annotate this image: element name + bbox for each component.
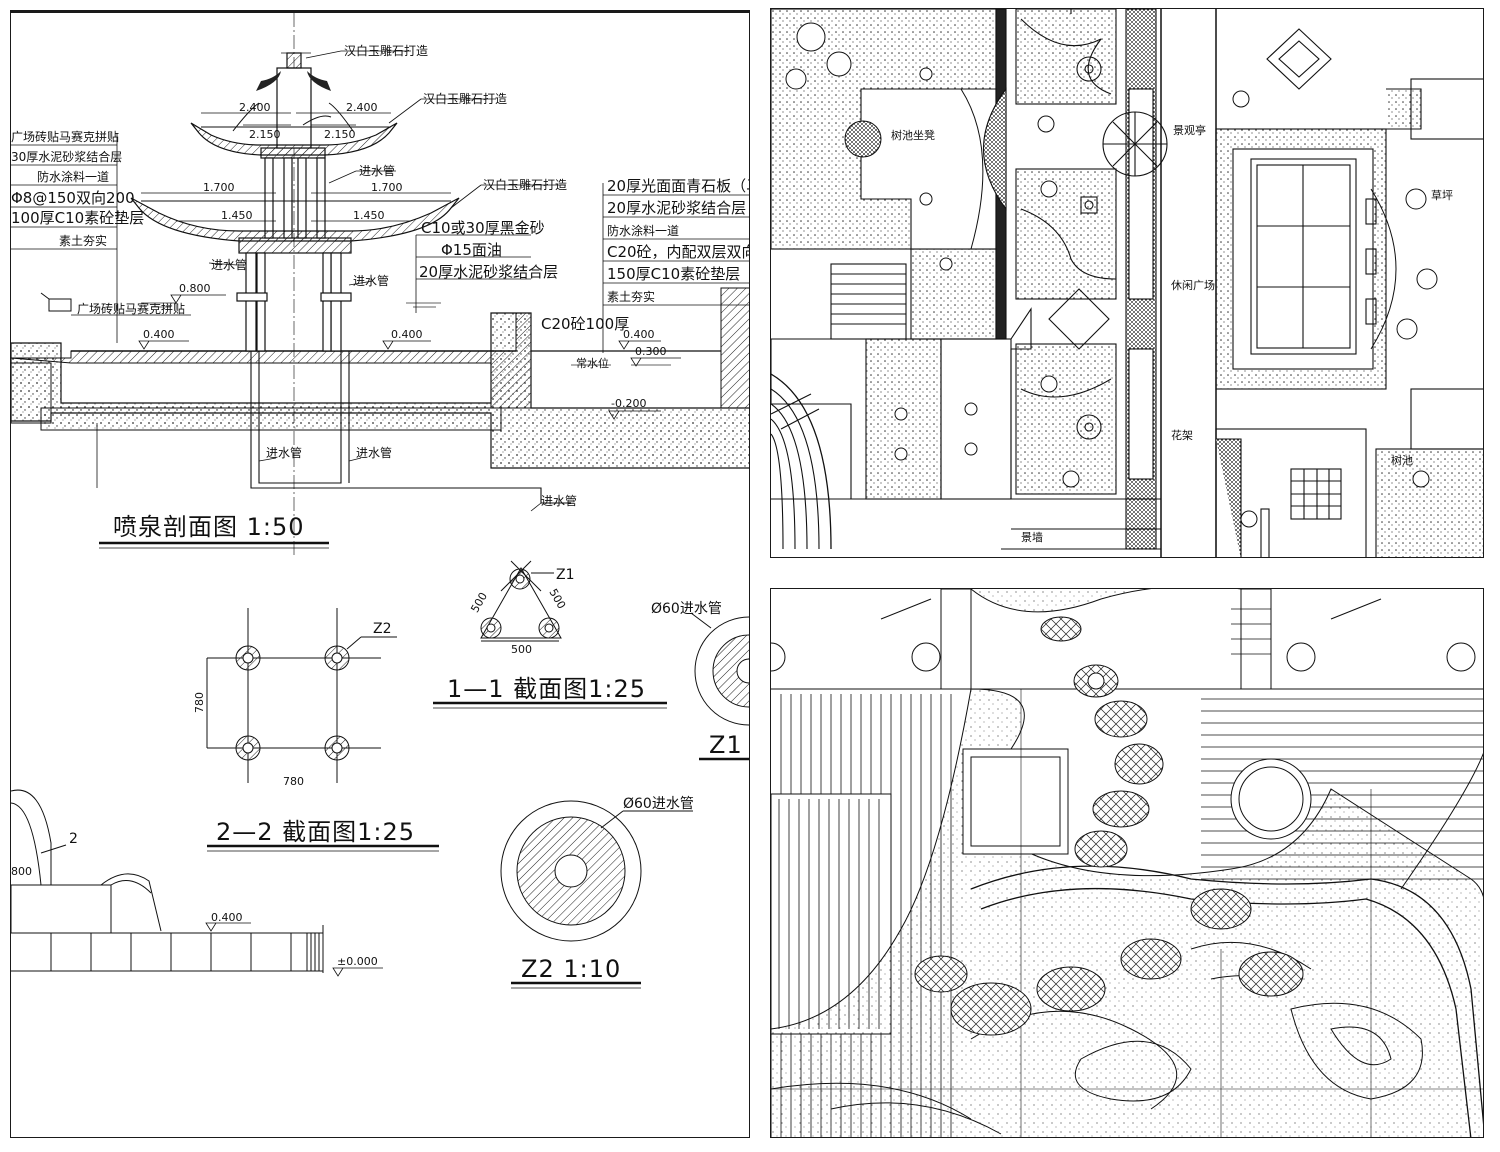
right-layer-4: C20砼，内配双层双向Φ xyxy=(607,243,750,261)
right-layer-1: 20厚光面面青石板（马赛克） xyxy=(607,177,750,195)
fountain-drawing: 2.400 2.400 2.150 2.150 1.700 1.700 1.45… xyxy=(11,13,750,989)
left-layer-1: 广场砖贴马赛克拼贴 xyxy=(11,129,119,144)
dim-lines xyxy=(141,52,451,222)
dim-mid-inner-left: 1.450 xyxy=(221,209,253,222)
dim-mid-inner-right: 1.450 xyxy=(353,209,385,222)
pipe-label-drain: 进水管 xyxy=(541,493,577,508)
dim-top-left: 2.400 xyxy=(239,101,271,114)
leaders xyxy=(208,50,566,512)
mid-layer-1: C10或30厚黑金砂 xyxy=(421,219,545,237)
plan-label-lawn: 草坪 xyxy=(1431,189,1453,202)
section-11-dim-c: 500 xyxy=(511,643,532,656)
dim-top-inner-right: 2.150 xyxy=(324,128,356,141)
z1-pipe-label: Ø60进水管 xyxy=(651,601,722,617)
section-11-dim-a: 500 xyxy=(468,590,490,615)
dim-top-right: 2.400 xyxy=(346,101,378,114)
left-layer-5: 100厚C10素砼垫层 xyxy=(11,209,144,227)
elev-030: 0.300 xyxy=(635,345,667,358)
dim-mid-right: 1.700 xyxy=(371,181,403,194)
right-layer-lines xyxy=(602,183,749,353)
plan-label-pergola: 花架 xyxy=(1171,429,1193,442)
section-22-label: Z2 xyxy=(373,621,392,637)
note-upper-bowl: 汉白玉雕石打造 xyxy=(423,91,507,106)
left-layer-6: 素土夯实 xyxy=(59,233,107,248)
garden-plan-drawing xyxy=(771,589,1483,1137)
pipe-label-left: 进水管 xyxy=(211,257,247,272)
right-layer-6: 素土夯实 xyxy=(607,289,655,304)
plan-label-wall: 景墙 xyxy=(1021,530,1043,544)
elev-minus-020: -0.200 xyxy=(611,397,646,410)
elev-040-left: 0.400 xyxy=(143,328,175,341)
mid-layer-3: 20厚水泥砂浆结合层 xyxy=(419,263,558,281)
garden-plan-panel xyxy=(770,588,1484,1138)
section-22-dim-w: 780 xyxy=(283,775,304,788)
fountain-section-title: 喷泉剖面图 1:50 xyxy=(113,513,305,541)
mid-layer-2: Φ15面油 xyxy=(441,241,502,259)
slab-note: C20砼100厚 xyxy=(541,315,629,333)
elev-040-mid: 0.400 xyxy=(391,328,423,341)
section-22-title: 2—2 截面图1:25 xyxy=(216,818,415,846)
stepping-stones xyxy=(914,616,1304,1036)
z2-detail-drawing xyxy=(500,800,693,942)
mid-bottom-layer: 广场砖贴马赛克拼贴 xyxy=(77,301,185,316)
crown-leaves xyxy=(256,71,331,91)
plan-label-tree-pit: 树池 xyxy=(1391,453,1413,467)
pipe-label-upper: 进水管 xyxy=(359,163,395,178)
left-layer-3: 防水涂料一道 xyxy=(37,169,109,184)
dim-top-inner-left: 2.150 xyxy=(249,128,281,141)
section-22-drawing xyxy=(206,608,397,783)
mid-layer-lines xyxy=(71,234,531,316)
upper-bowl xyxy=(190,122,398,156)
section-22-dim-h: 780 xyxy=(193,692,206,713)
water-level: 常水位 xyxy=(576,356,609,370)
elevation-level-marks xyxy=(205,922,383,977)
plan-label-plaza: 休闲广场 xyxy=(1171,278,1215,292)
note-lower-bowl: 汉白玉雕石打造 xyxy=(483,177,567,192)
plaza-symbols xyxy=(785,22,1438,528)
elevation-label-2: 2 xyxy=(69,831,78,847)
elevation-base: ±0.000 xyxy=(337,955,378,968)
section-11-drawing xyxy=(480,560,562,642)
elev-080: 0.800 xyxy=(179,282,211,295)
z1-title: Z1 xyxy=(709,731,743,759)
pipe-label-right: 进水管 xyxy=(353,273,389,288)
fountain-section-panel: 2.400 2.400 2.150 2.150 1.700 1.700 1.45… xyxy=(10,10,750,1138)
z2-title: Z2 1:10 xyxy=(521,955,621,983)
pipe-label-bottom-right: 进水管 xyxy=(356,445,392,460)
plan-label-pavilion: 景观亭 xyxy=(1173,123,1206,137)
fountain-elevation-drawing xyxy=(11,789,324,973)
section-11-title: 1—1 截面图1:25 xyxy=(447,675,646,703)
left-layer-4: Φ8@150双向200 xyxy=(11,189,135,207)
section-11-dim-b: 500 xyxy=(546,587,568,612)
z2-pipe-label: Ø60进水管 xyxy=(623,796,694,812)
elevation-top: 0.400 xyxy=(211,911,243,924)
right-layer-2: 20厚水泥砂浆结合层 xyxy=(607,199,746,217)
plan-label-tree-seat: 树池坐凳 xyxy=(891,128,935,142)
basin-structure xyxy=(11,287,749,469)
plaza-plan-panel: 树池坐凳 景观亭 休闲广场 花架 景墙 树池 草坪 xyxy=(770,8,1484,558)
lower-bowl xyxy=(130,197,460,242)
elev-marks xyxy=(138,294,681,420)
note-top-crown: 汉白玉雕石打造 xyxy=(344,43,428,58)
pipe-label-bottom-left: 进水管 xyxy=(266,445,302,460)
left-layer-lines xyxy=(11,133,118,343)
z1-detail-drawing xyxy=(690,612,749,726)
water-marks xyxy=(141,302,671,366)
right-layer-3: 防水涂料一道 xyxy=(607,223,679,238)
elevation-dim-800: 800 xyxy=(11,865,32,878)
plaza-plan-drawing: 树池坐凳 景观亭 休闲广场 花架 景墙 树池 草坪 xyxy=(771,9,1483,557)
left-layer-2: 30厚水泥砂浆结合层 xyxy=(11,149,122,164)
right-layer-5: 150厚C10素砼垫层 xyxy=(607,265,740,283)
section-11-label: Z1 xyxy=(556,567,575,583)
elev-040-right: 0.400 xyxy=(623,328,655,341)
dim-mid-left: 1.700 xyxy=(203,181,235,194)
